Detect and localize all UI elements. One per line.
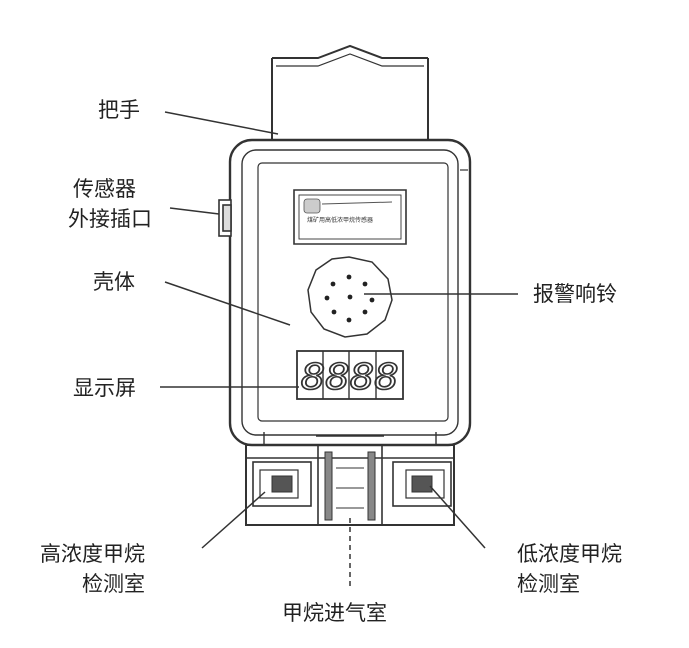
label-alarm: 报警响铃	[533, 282, 617, 306]
display-screen: 8888	[296, 350, 404, 400]
label-high-chamber-line1: 高浓度甲烷	[40, 542, 145, 566]
nameplate: 煤矿用高低浓甲烷传感器	[293, 189, 407, 245]
label-shell: 壳体	[93, 270, 135, 294]
label-low-chamber-line2: 检测室	[517, 572, 580, 596]
methane-intake-chamber	[317, 444, 383, 526]
label-low-chamber-line1: 低浓度甲烷	[517, 542, 622, 566]
handle	[271, 44, 429, 141]
label-intake-chamber: 甲烷进气室	[282, 601, 387, 625]
label-display: 显示屏	[73, 376, 136, 400]
label-sensor-port-line2: 外接插口	[68, 207, 152, 231]
leader-lines	[160, 111, 518, 590]
label-high-chamber-line2: 检测室	[82, 572, 145, 596]
alarm-speaker	[307, 256, 393, 338]
label-sensor-port-line1: 传感器	[73, 177, 136, 201]
high-concentration-chamber	[252, 461, 312, 507]
label-handle: 把手	[98, 98, 140, 122]
sensor-port	[218, 199, 232, 237]
nameplate-text: 煤矿用高低浓甲烷传感器	[307, 216, 373, 224]
detection-module	[245, 432, 455, 526]
display-readout: 8888	[301, 357, 399, 398]
low-concentration-chamber	[392, 461, 452, 507]
